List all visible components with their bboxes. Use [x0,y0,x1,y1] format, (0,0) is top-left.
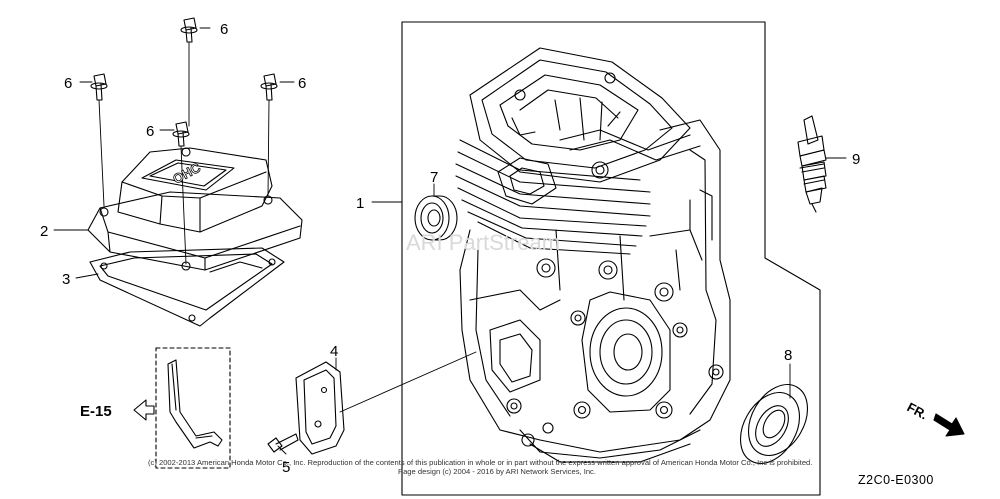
breather-tube-box [155,347,231,469]
reference-label-e15[interactable]: E-15 [80,403,112,420]
bolt-left [90,73,108,101]
small-bolt [267,433,299,453]
callout-1: 1 [356,195,364,212]
valve-cover [87,147,303,271]
callout-3: 3 [62,271,70,288]
callout-5: 5 [282,459,290,476]
front-direction-label: FR. [905,399,931,422]
bolt-top [180,17,198,43]
callout-6-center: 6 [146,123,154,140]
diagram-code: Z2C0-E0300 [858,473,934,487]
copyright-line-1: (c) 2002-2013 American Honda Motor Co., … [148,458,812,467]
crankcase-group-frame [401,21,821,496]
leader-lines [53,27,847,455]
cylinder-block [455,47,731,463]
oil-seal [739,384,809,464]
callout-4: 4 [330,343,338,360]
callout-7: 7 [430,169,438,186]
watermark-text: ARI PartStream [406,230,560,255]
front-direction-arrow [933,413,965,437]
callout-8: 8 [784,347,792,364]
callout-9: 9 [852,151,860,168]
reference-arrow [133,399,155,421]
callout-6-right: 6 [298,75,306,92]
copyright-line-2: Page design (c) 2004 - 2016 by ARI Netwo… [398,467,596,476]
callout-2: 2 [40,223,48,240]
ball-bearing [414,195,458,241]
spark-plug [797,115,827,213]
bolt-center [172,121,190,147]
bolt-right [260,73,278,101]
valve-cover-gasket [89,247,285,327]
callout-6-top: 6 [220,21,228,38]
flange-bolts [90,17,278,265]
breather-plate [295,361,345,455]
callout-6-left: 6 [64,75,72,92]
